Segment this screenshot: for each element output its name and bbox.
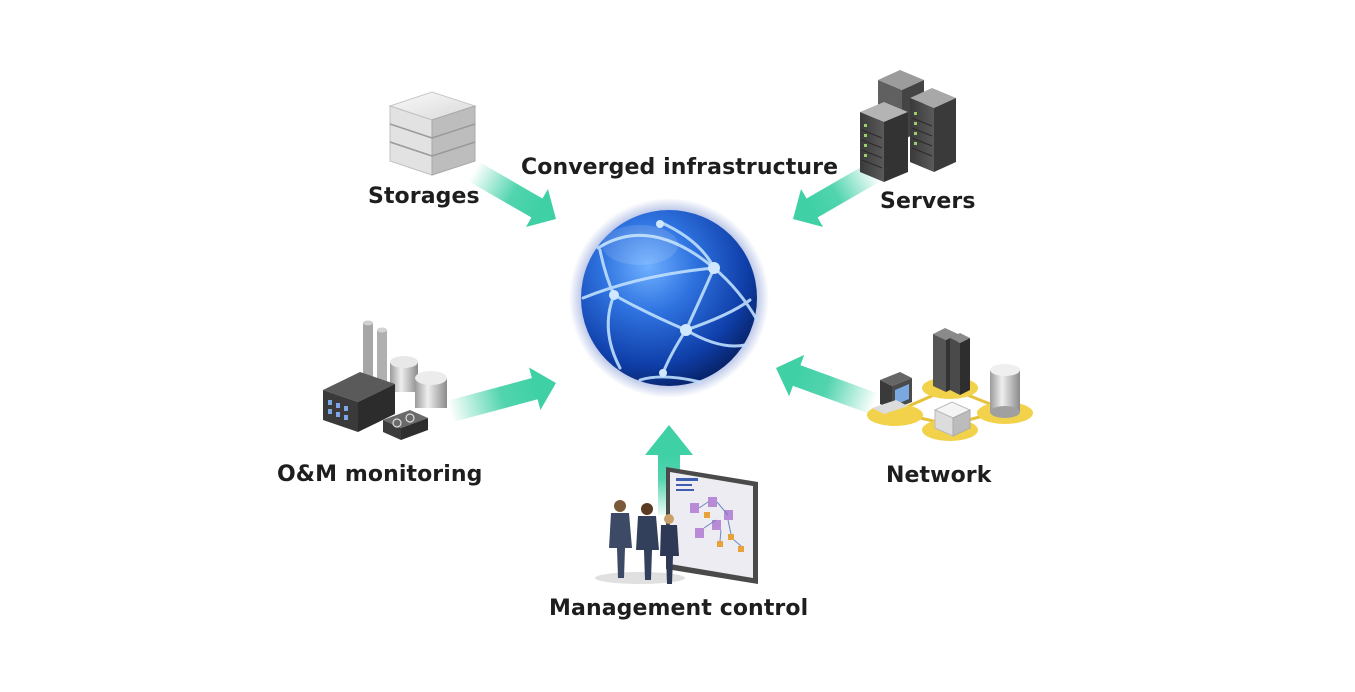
globe-icon <box>569 198 769 398</box>
network-topology-icon <box>867 328 1033 441</box>
storage-stack-icon <box>388 91 477 176</box>
label-om-monitoring: O&M monitoring <box>277 462 483 487</box>
arrow-network <box>776 354 879 415</box>
people-silhouettes <box>595 500 685 584</box>
factory-icon <box>323 320 447 440</box>
label-storages: Storages <box>368 184 480 209</box>
label-servers: Servers <box>880 189 976 214</box>
server-rack-icon <box>860 70 956 182</box>
label-network: Network <box>886 463 992 488</box>
arrow-servers <box>793 161 881 228</box>
label-management-control: Management control <box>549 596 809 621</box>
diagram-title: Converged infrastructure <box>521 155 839 180</box>
arrow-storages <box>468 161 556 228</box>
arrow-om-monitoring <box>446 367 556 423</box>
presentation-board-icon <box>595 467 758 584</box>
